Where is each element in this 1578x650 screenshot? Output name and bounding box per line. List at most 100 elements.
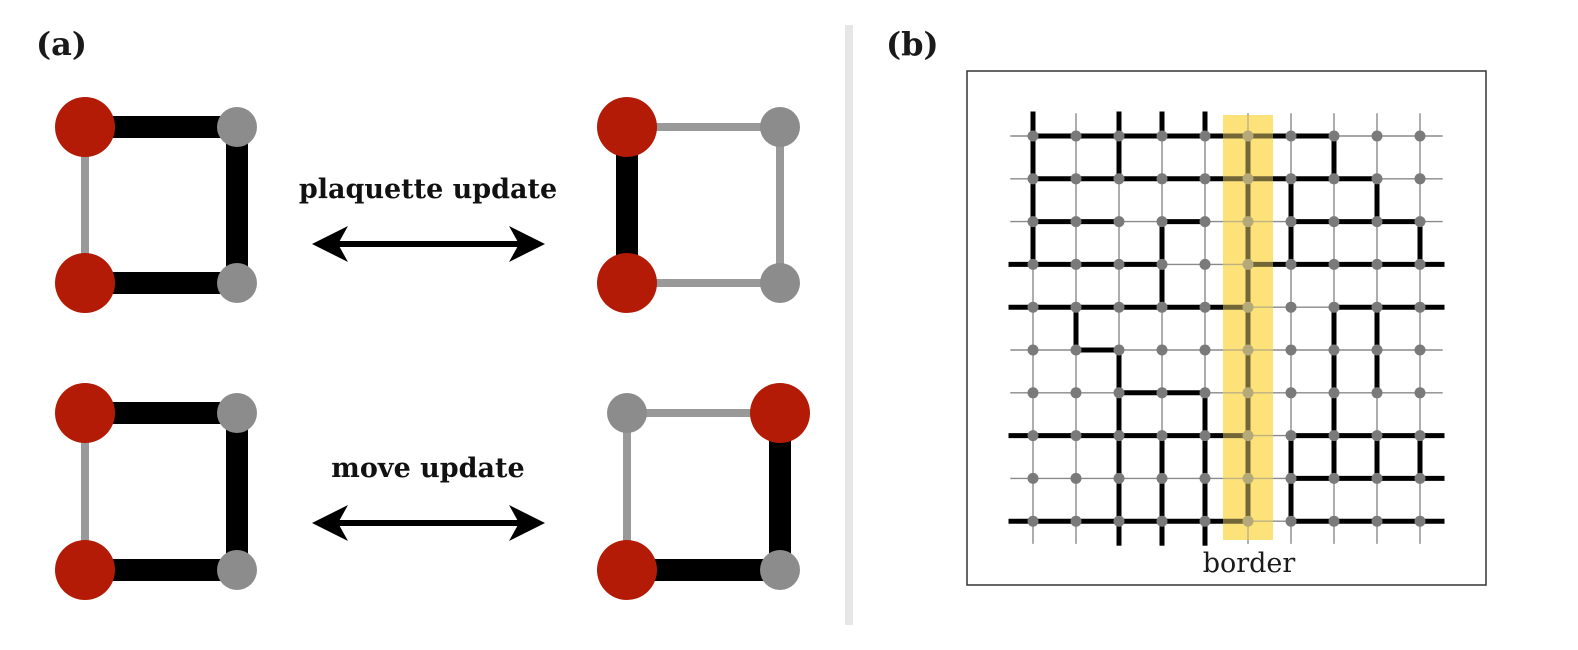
lattice-site bbox=[1113, 258, 1125, 270]
lattice-site bbox=[1199, 472, 1211, 484]
red-site bbox=[597, 97, 657, 157]
lattice-site bbox=[1070, 130, 1082, 142]
lattice-site bbox=[1199, 258, 1211, 270]
red-site bbox=[55, 540, 115, 600]
lattice-site bbox=[1285, 216, 1297, 228]
move-after-square bbox=[597, 383, 810, 600]
lattice-site bbox=[1242, 301, 1254, 313]
lattice-site bbox=[1371, 472, 1383, 484]
lattice-site bbox=[1414, 301, 1426, 313]
lattice-site bbox=[1027, 258, 1039, 270]
gray-site bbox=[760, 107, 800, 147]
lattice-site bbox=[1199, 130, 1211, 142]
lattice-site bbox=[1371, 301, 1383, 313]
lattice-site bbox=[1070, 344, 1082, 356]
lattice-site bbox=[1156, 258, 1168, 270]
lattice-site bbox=[1199, 387, 1211, 399]
lattice-site bbox=[1113, 472, 1125, 484]
lattice-site bbox=[1156, 387, 1168, 399]
lattice-site bbox=[1027, 130, 1039, 142]
gray-site bbox=[760, 550, 800, 590]
lattice-site bbox=[1156, 216, 1168, 228]
lattice-site bbox=[1285, 344, 1297, 356]
lattice-site bbox=[1285, 472, 1297, 484]
lattice-site bbox=[1371, 344, 1383, 356]
lattice-site bbox=[1242, 216, 1254, 228]
lattice-site bbox=[1113, 430, 1125, 442]
lattice-site bbox=[1027, 387, 1039, 399]
lattice-site bbox=[1027, 301, 1039, 313]
border-label: border bbox=[1203, 548, 1296, 579]
lattice-site bbox=[1199, 515, 1211, 527]
lattice-site bbox=[1285, 173, 1297, 185]
lattice-site bbox=[1285, 430, 1297, 442]
lattice-site bbox=[1199, 344, 1211, 356]
lattice-site bbox=[1199, 301, 1211, 313]
lattice-site bbox=[1414, 344, 1426, 356]
lattice-site bbox=[1371, 515, 1383, 527]
lattice-site bbox=[1156, 515, 1168, 527]
lattice-site bbox=[1070, 515, 1082, 527]
lattice-site bbox=[1328, 173, 1340, 185]
lattice-site bbox=[1242, 173, 1254, 185]
lattice-site bbox=[1371, 387, 1383, 399]
lattice bbox=[1008, 111, 1445, 546]
red-site bbox=[597, 540, 657, 600]
lattice-site bbox=[1156, 472, 1168, 484]
lattice-site bbox=[1070, 173, 1082, 185]
lattice-site bbox=[1242, 515, 1254, 527]
lattice-site bbox=[1242, 130, 1254, 142]
double-arrow-icon bbox=[312, 226, 545, 262]
lattice-site bbox=[1027, 430, 1039, 442]
lattice-site bbox=[1328, 301, 1340, 313]
lattice-site bbox=[1113, 344, 1125, 356]
lattice-site bbox=[1371, 430, 1383, 442]
lattice-site bbox=[1199, 430, 1211, 442]
lattice-site bbox=[1414, 173, 1426, 185]
lattice-site bbox=[1414, 387, 1426, 399]
plaquette-update-caption: plaquette update bbox=[299, 174, 557, 205]
panel-b-label: (b) bbox=[886, 25, 939, 63]
lattice-site bbox=[1027, 173, 1039, 185]
lattice-bonds bbox=[1008, 111, 1445, 546]
red-site bbox=[750, 383, 810, 443]
lattice-site bbox=[1285, 258, 1297, 270]
gray-site bbox=[760, 263, 800, 303]
lattice-site bbox=[1199, 173, 1211, 185]
lattice-site bbox=[1414, 430, 1426, 442]
lattice-site bbox=[1156, 130, 1168, 142]
lattice-site bbox=[1070, 472, 1082, 484]
lattice-site bbox=[1285, 387, 1297, 399]
lattice-site bbox=[1156, 173, 1168, 185]
red-site bbox=[597, 253, 657, 313]
lattice-site bbox=[1242, 387, 1254, 399]
lattice-site bbox=[1242, 472, 1254, 484]
lattice-site bbox=[1285, 130, 1297, 142]
plaquette-before-square bbox=[55, 97, 257, 313]
lattice-site bbox=[1070, 301, 1082, 313]
lattice-site bbox=[1285, 515, 1297, 527]
lattice-site bbox=[1070, 430, 1082, 442]
lattice-site bbox=[1113, 130, 1125, 142]
red-site bbox=[55, 97, 115, 157]
gray-site bbox=[217, 107, 257, 147]
lattice-site bbox=[1328, 344, 1340, 356]
lattice-site bbox=[1156, 344, 1168, 356]
gray-site bbox=[607, 393, 647, 433]
lattice-site bbox=[1328, 430, 1340, 442]
lattice-site bbox=[1371, 258, 1383, 270]
lattice-site bbox=[1113, 387, 1125, 399]
lattice-site bbox=[1328, 472, 1340, 484]
move-update-caption: move update bbox=[331, 453, 524, 484]
lattice-site bbox=[1027, 515, 1039, 527]
border-highlight-overlay bbox=[1223, 115, 1273, 540]
gray-site bbox=[217, 263, 257, 303]
lattice-site bbox=[1199, 216, 1211, 228]
panel-divider bbox=[845, 25, 853, 625]
lattice-site bbox=[1328, 130, 1340, 142]
lattice-site bbox=[1414, 130, 1426, 142]
lattice-site bbox=[1242, 258, 1254, 270]
double-arrow-icon bbox=[312, 505, 545, 541]
lattice-site bbox=[1113, 301, 1125, 313]
